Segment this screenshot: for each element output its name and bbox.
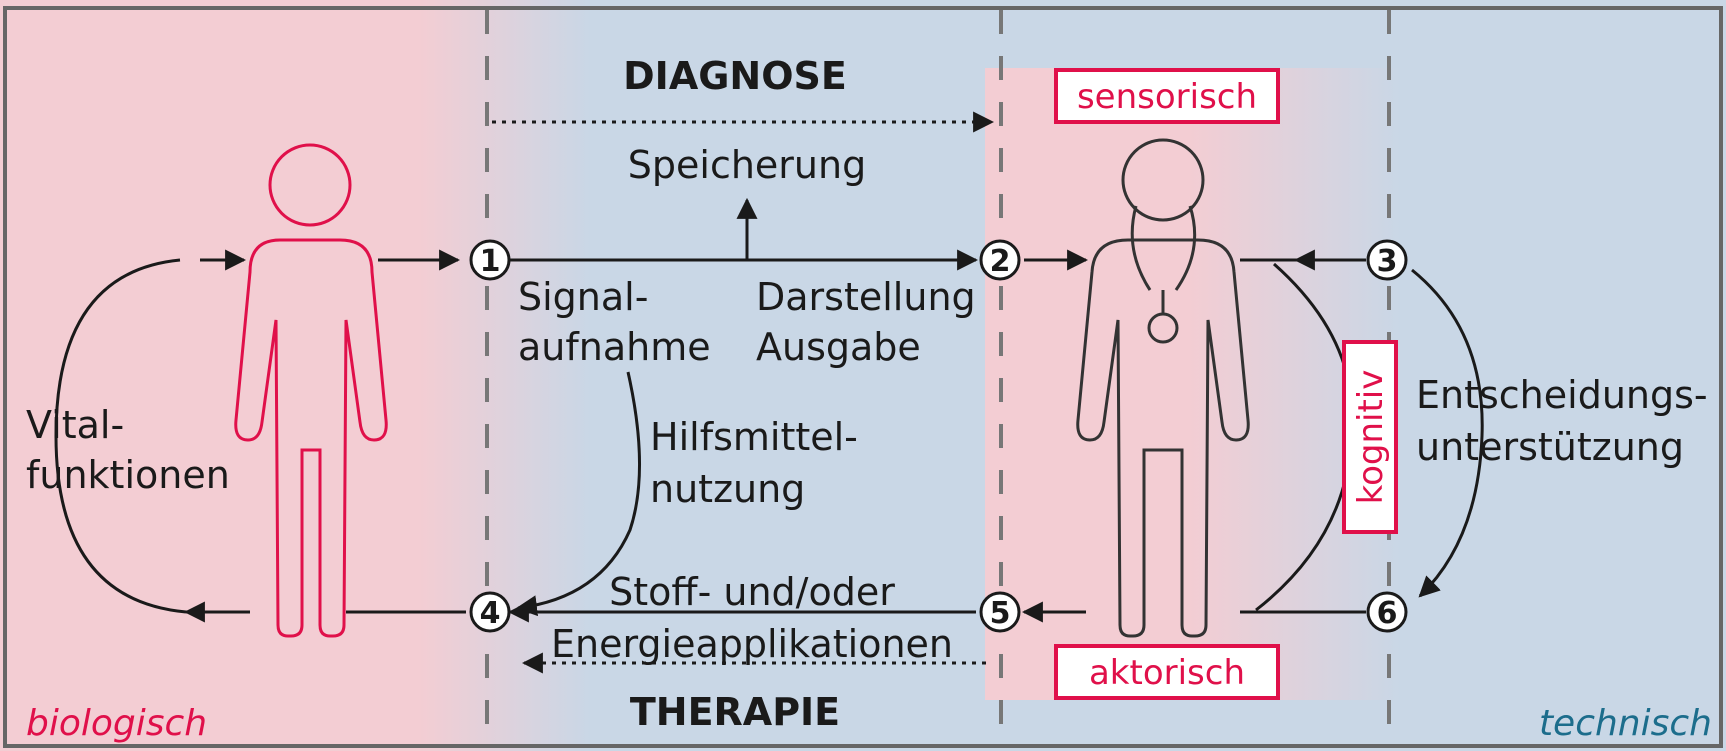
hilfsmittel-label-line1: Hilfsmittel- <box>650 415 858 459</box>
node-5-label: 5 <box>990 596 1011 631</box>
node-1: 1 <box>471 241 509 279</box>
entscheidung-label-line1: Entscheidungs- <box>1416 373 1708 417</box>
darstellung-label-line2: Ausgabe <box>756 325 921 369</box>
node-6-label: 6 <box>1377 596 1398 631</box>
node-3-label: 3 <box>1377 244 1398 279</box>
stoff-label-line1: Stoff- und/oder <box>609 570 895 614</box>
hilfsmittel-label-line2: nutzung <box>650 467 805 511</box>
stoff-label-line2: Energieapplikationen <box>551 622 953 666</box>
node-4-label: 4 <box>480 596 501 631</box>
signal-label-line1: Signal- <box>518 275 648 319</box>
biologisch-label: biologisch <box>26 703 207 744</box>
sensorisch-label: sensorisch <box>1077 77 1257 117</box>
therapie-heading: THERAPIE <box>630 690 840 734</box>
signal-label-line2: aufnahme <box>518 325 711 369</box>
vital-label-line1: Vital- <box>26 403 124 447</box>
darstellung-label-line1: Darstellung <box>756 275 976 319</box>
node-1-label: 1 <box>480 244 501 279</box>
speicherung-label: Speicherung <box>628 143 866 187</box>
node-5: 5 <box>981 593 1019 631</box>
technisch-label: technisch <box>1539 703 1712 744</box>
node-2-label: 2 <box>990 244 1011 279</box>
kognitiv-label: kognitiv <box>1351 370 1391 505</box>
aktorisch-label: aktorisch <box>1089 653 1245 693</box>
node-2: 2 <box>981 241 1019 279</box>
node-4: 4 <box>471 593 509 631</box>
diagnose-heading: DIAGNOSE <box>623 54 847 98</box>
node-3: 3 <box>1368 241 1406 279</box>
node-6: 6 <box>1368 593 1406 631</box>
entscheidung-label-line2: unterstützung <box>1416 425 1684 469</box>
vital-label-line2: funktionen <box>26 453 230 497</box>
background-pink-left <box>0 0 420 751</box>
